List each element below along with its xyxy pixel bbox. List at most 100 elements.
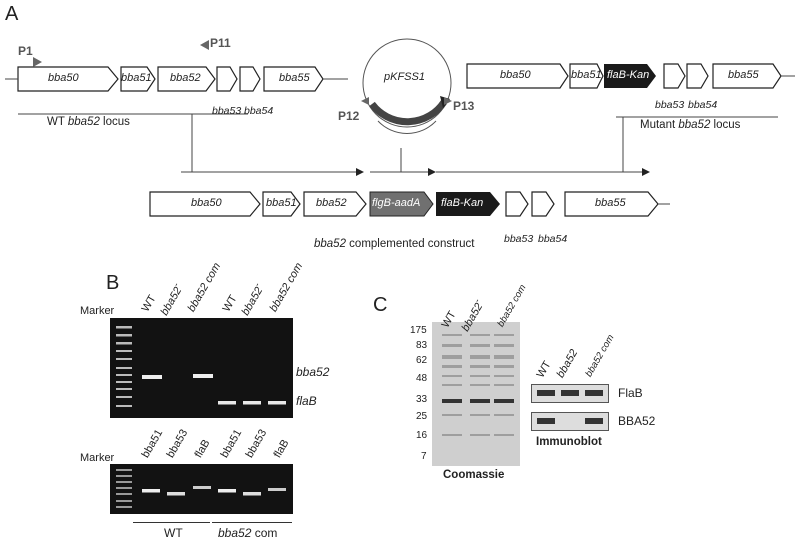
mut-gene-bba53: bba53	[655, 99, 685, 111]
mut-gene-bba50: bba50	[500, 69, 531, 81]
coomassie-band-mut-33	[470, 399, 490, 403]
coomassie-band-wt-33	[442, 399, 462, 403]
lane-label-top-2: bba52-	[158, 280, 185, 318]
band-label-flab: flaB	[296, 394, 317, 408]
mw-62: 62	[416, 355, 428, 366]
lane-label-bottom-4: bba51	[218, 427, 245, 460]
mut-gene-bba51: bba51	[571, 69, 602, 81]
immuno-band-flab: FlaB	[618, 386, 643, 400]
lane-label-top-3: bba52 com	[185, 260, 224, 314]
band-label-bba52: bba52	[296, 365, 330, 379]
gene-arrow-wt-bba51	[120, 66, 156, 92]
comp-gene-bba55: bba55	[595, 197, 626, 209]
group-label-wt: WT	[164, 526, 183, 540]
gene-arrow-comp-flgb-aada	[369, 191, 434, 217]
complemented-caption: bba52 complemented construct	[314, 238, 475, 250]
panel-b-label: B	[106, 272, 120, 294]
band-wt-bba51	[142, 489, 160, 493]
plasmid-circle	[362, 38, 452, 128]
comp-gene-bba50: bba50	[191, 197, 222, 209]
primer-p12-label: P12	[338, 109, 360, 123]
mw-16: 16	[416, 430, 428, 441]
immuno-lane-2: bba52	[554, 347, 581, 380]
group-line-wt	[133, 522, 210, 523]
panel-c-label: C	[373, 294, 388, 316]
comp-gene-bba52: bba52	[316, 197, 347, 209]
plasmid-label: pKFSS1	[384, 71, 425, 83]
primer-p1-label: P1	[18, 44, 33, 58]
coomassie-gel	[432, 322, 520, 466]
lane-label-top-1: WT	[139, 293, 159, 314]
primer-p11-label: P11	[210, 36, 231, 50]
lane-label-top-6: bba52 com	[267, 260, 306, 314]
immuno-band-bba52: BBA52	[618, 414, 656, 428]
immunoblot-flab-strip	[531, 384, 609, 403]
gene-arrow-wt-bba50	[17, 66, 119, 92]
mw-175: 175	[410, 325, 427, 336]
gene-arrow-comp-bba52	[303, 191, 367, 217]
band-wt-bba52	[142, 375, 162, 379]
band-wt-flab	[218, 401, 236, 405]
immunoblot-bba52-strip	[531, 412, 609, 431]
mw-33: 33	[416, 394, 428, 405]
gene-arrow-wt-bba53	[216, 66, 238, 92]
band-com-bba52	[193, 374, 213, 378]
lane-label-bottom-2: bba53	[164, 427, 191, 460]
coomassie-gel-bands	[442, 334, 514, 436]
wt-locus-caption: WT bba52 locus	[47, 116, 130, 128]
gene-arrow-mut-bba51	[569, 63, 604, 89]
lane-label-top-5: bba52-	[239, 280, 266, 318]
comp-gene-flgb-aada: flgB-aadA	[372, 197, 421, 209]
lane-label-bottom-6: flaB	[271, 437, 292, 460]
gene-arrow-comp-bba53	[505, 191, 529, 217]
marker-label-bottom: Marker	[80, 452, 115, 464]
gene-arrow-wt-bba52	[157, 66, 216, 92]
mw-7: 7	[421, 451, 427, 462]
immuno-lane-1: WT	[534, 359, 554, 380]
pcr-gel-top-bands	[116, 326, 286, 407]
mut-gene-bba54: bba54	[688, 99, 718, 111]
lane-label-bottom-5: bba53	[243, 427, 270, 460]
primer-p12-arrow	[361, 97, 369, 105]
lane-label-bottom-3: flaB	[192, 437, 213, 460]
band-wt-bba53	[167, 492, 185, 496]
comp-gene-flab-kan: flaB-Kan	[441, 197, 484, 209]
wt-gene-bba53: bba53	[212, 105, 242, 117]
mw-25: 25	[416, 411, 428, 422]
comp-gene-bba51: bba51	[266, 197, 297, 209]
gene-arrow-comp-bba55	[564, 191, 659, 217]
immunoblot-label: Immunoblot	[536, 436, 602, 448]
gene-arrow-comp-bba50	[149, 191, 261, 217]
immuno-lane-3: bba52 com	[583, 332, 617, 379]
band-com-bba51	[218, 489, 236, 493]
pcr-gel-bottom-bands	[116, 469, 286, 508]
gene-arrow-mut-bba53	[663, 63, 686, 89]
band-com-flab	[268, 401, 286, 405]
wt-gene-bba52: bba52	[170, 72, 201, 84]
band-com-flab-b	[268, 488, 286, 491]
mw-83: 83	[416, 340, 428, 351]
immunoblot-bba52-bands	[537, 418, 603, 424]
gene-arrow-wt-bba55	[263, 66, 324, 92]
primer-p13-label: P13	[453, 99, 475, 113]
band-com-bba53	[243, 492, 261, 496]
gene-arrow-comp-bba54	[531, 191, 555, 217]
gene-arrow-mut-bba54	[686, 63, 709, 89]
gene-arrow-mut-flab-kan	[604, 64, 656, 88]
plasmid-insert-arc	[369, 99, 447, 126]
pcr-gel-top	[110, 318, 293, 418]
mutant-locus-caption: Mutant bba52 locus	[640, 119, 741, 131]
mut-gene-flab-kan: flaB-Kan	[607, 69, 650, 81]
primer-p11-arrow	[200, 40, 209, 50]
coomassie-label: Coomassie	[443, 469, 505, 481]
group-label-com: bba52 com	[218, 526, 278, 540]
lane-label-bottom-1: bba51	[139, 427, 166, 460]
panel-a-label: A	[5, 3, 19, 25]
wt-gene-bba54: bba54	[244, 105, 274, 117]
mut-gene-bba55: bba55	[728, 69, 759, 81]
coomassie-band-com-33	[494, 399, 514, 403]
mw-48: 48	[416, 373, 428, 384]
lane-label-top-4: WT	[220, 293, 240, 314]
band-mut-flab	[243, 401, 261, 405]
wt-gene-bba50: bba50	[48, 72, 79, 84]
